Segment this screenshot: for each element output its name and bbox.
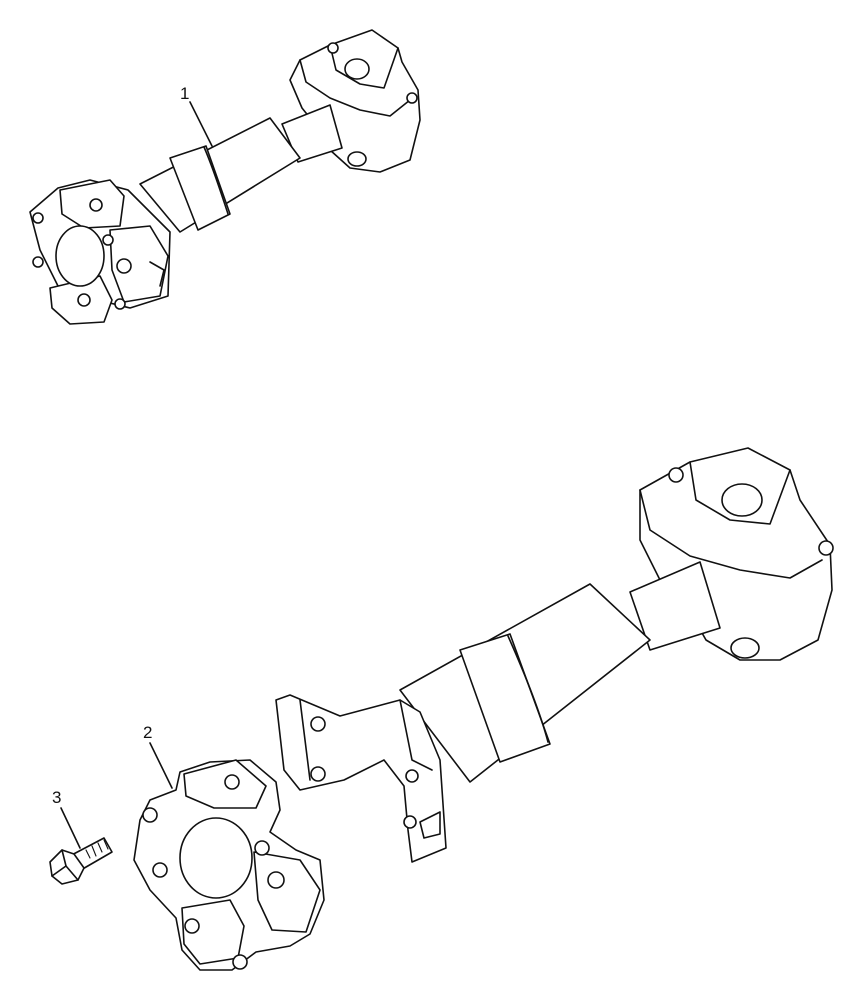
assembly1-right-yoke	[289, 29, 421, 173]
callout-2-leader	[149, 742, 173, 789]
assembly1-shaft-tube	[139, 104, 343, 233]
callout-2-label: 2	[143, 723, 152, 742]
callout-1-leader	[189, 101, 213, 147]
callout-1: 1	[180, 84, 213, 147]
assembly2-shaft-tube	[399, 561, 721, 783]
callout-3-leader	[60, 807, 81, 849]
callout-3: 3	[52, 788, 81, 849]
assembly2-slip-yoke	[275, 694, 447, 863]
callout-2: 2	[143, 723, 173, 789]
callout-1-label: 1	[180, 84, 189, 103]
assembly1-left-flange	[29, 179, 171, 325]
propeller-shaft-assembly-2	[275, 447, 834, 863]
cross-flange-part-2	[133, 759, 325, 971]
callout-3-label: 3	[52, 788, 61, 807]
propeller-shaft-assembly-1	[29, 29, 421, 325]
bolt-part-3	[49, 837, 113, 885]
